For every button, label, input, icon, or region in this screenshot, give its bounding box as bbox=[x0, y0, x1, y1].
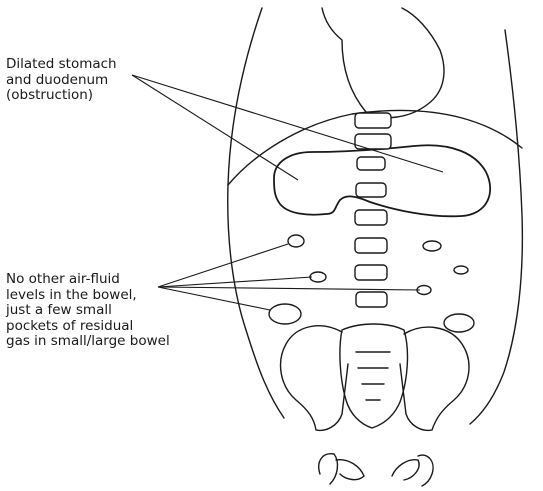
gas-pocket bbox=[310, 272, 326, 282]
sacrum bbox=[340, 324, 408, 428]
vertebra bbox=[355, 113, 391, 128]
gas-pocket bbox=[454, 266, 468, 274]
gas-pocket bbox=[269, 304, 301, 324]
left-body-contour bbox=[228, 8, 284, 418]
hip-joints bbox=[319, 454, 433, 486]
gas-pocket bbox=[423, 241, 441, 251]
gas-pocket bbox=[444, 314, 474, 332]
leader-line bbox=[158, 244, 288, 287]
vertebra bbox=[355, 265, 387, 280]
left-iliac-wing bbox=[281, 326, 348, 431]
vertebral-column bbox=[355, 113, 391, 307]
right-iliac-wing bbox=[400, 327, 469, 430]
vertebra bbox=[356, 183, 386, 197]
pelvis bbox=[281, 324, 469, 430]
gas-pocket bbox=[288, 235, 304, 247]
obstruction-leaders bbox=[132, 75, 443, 180]
bowel-gas-label: No other air-fluid levels in the bowel, … bbox=[6, 272, 170, 350]
obstruction-label: Dilated stomach and duodenum (obstructio… bbox=[6, 57, 117, 104]
heart-shadow bbox=[322, 8, 444, 118]
vertebra bbox=[355, 210, 387, 225]
vertebra bbox=[355, 238, 387, 253]
vertebra bbox=[356, 292, 387, 307]
dilated-stomach-duodenum bbox=[274, 145, 490, 216]
leader-line bbox=[158, 287, 420, 290]
right-body-contour bbox=[470, 30, 522, 424]
vertebra bbox=[357, 157, 385, 170]
right-femoral-neck bbox=[392, 460, 419, 480]
left-femoral-head bbox=[319, 454, 338, 484]
leader-line bbox=[158, 287, 270, 310]
leader-line bbox=[132, 75, 298, 180]
right-femoral-head bbox=[418, 455, 433, 486]
left-femoral-neck bbox=[336, 460, 364, 480]
